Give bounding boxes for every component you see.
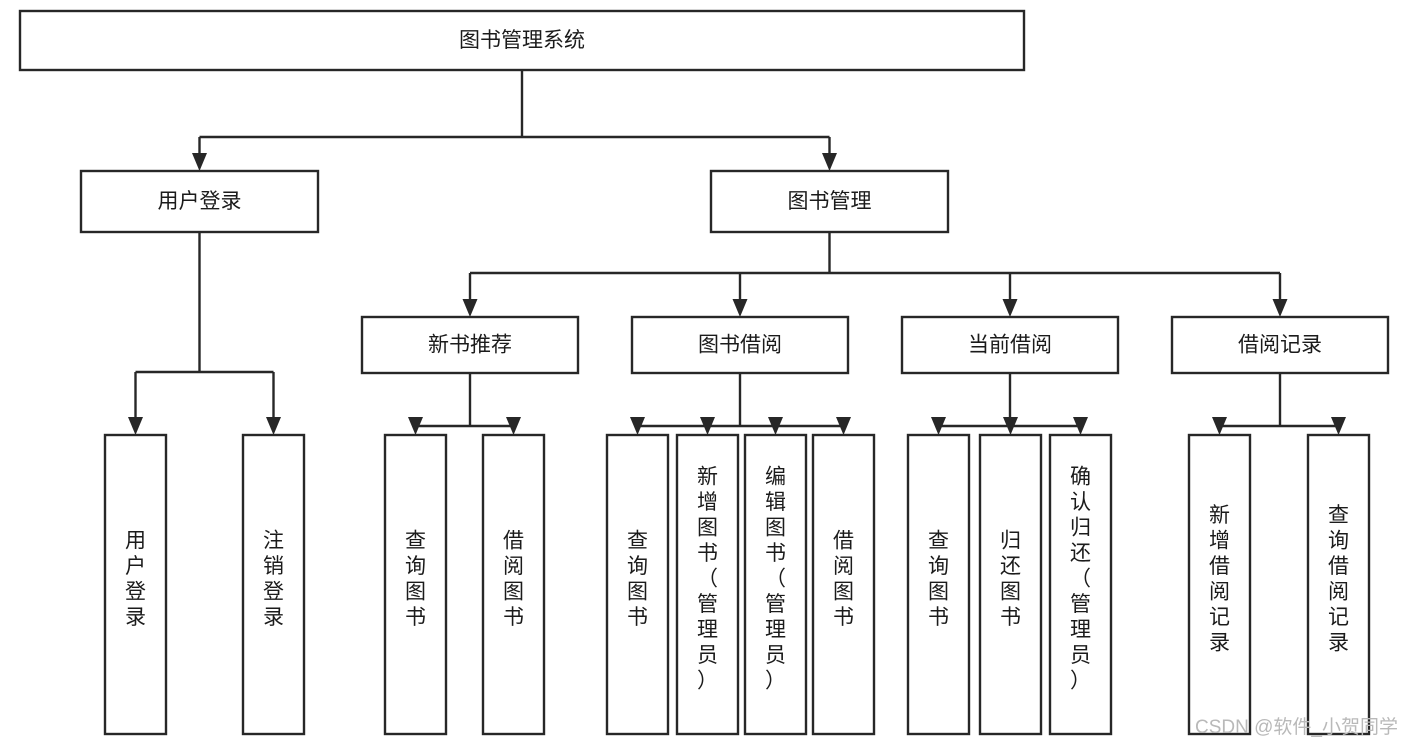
node-leaf-add-book-label: 新增图书（管理员） [697,466,718,693]
node-leaf-add-book[interactable] [675,433,740,736]
node-leaf-add-record-label: 新增借阅记录 [1209,504,1230,655]
node-leaf-borrow-book-1[interactable] [481,433,546,736]
nodes-layer: 图书管理系统用户登录图书管理新书推荐图书借阅当前借阅借阅记录用户登录注销登录查询… [18,9,1390,736]
node-leaf-add-record[interactable] [1187,433,1252,736]
node-leaf-query-book-2[interactable] [605,433,670,736]
node-leaf-return-book-label: 归还图书 [1000,529,1021,629]
csdn-watermark: CSDN @软件_小贺同学 [1195,716,1398,738]
node-new-book-recommend[interactable] [360,315,580,375]
node-book-manage-label: 图书管理 [788,190,872,213]
node-leaf-edit-book[interactable] [743,433,808,736]
node-leaf-query-book-2-label: 查询图书 [627,529,648,629]
node-leaf-confirm-return[interactable] [1048,433,1113,736]
node-user-login[interactable] [79,169,320,234]
node-book-borrow-label: 图书借阅 [698,334,782,357]
node-leaf-borrow-book-2[interactable] [811,433,876,736]
node-leaf-borrow-book-1-label: 借阅图书 [503,529,524,629]
node-leaf-return-book[interactable] [978,433,1043,736]
edges-layer [128,70,1346,435]
node-borrow-record-label: 借阅记录 [1238,334,1322,357]
node-leaf-query-book-3-label: 查询图书 [928,529,949,629]
node-root-label: 图书管理系统 [459,29,585,52]
node-leaf-query-record-label: 查询借阅记录 [1328,504,1349,655]
node-leaf-query-book-1[interactable] [383,433,448,736]
node-borrow-record[interactable] [1170,315,1390,375]
node-leaf-query-book-3[interactable] [906,433,971,736]
node-leaf-logout[interactable] [241,433,306,736]
node-current-borrow[interactable] [900,315,1120,375]
node-leaf-confirm-return-label: 确认归还（管理员） [1070,466,1091,693]
node-leaf-logout-label: 注销登录 [263,529,284,629]
node-book-manage[interactable] [709,169,950,234]
node-leaf-user-login-label: 用户登录 [125,529,146,629]
node-current-borrow-label: 当前借阅 [968,334,1052,357]
node-leaf-borrow-book-2-label: 借阅图书 [833,529,854,629]
node-root-book-management-system[interactable] [18,9,1026,72]
node-book-borrow[interactable] [630,315,850,375]
node-leaf-query-record[interactable] [1306,433,1371,736]
node-leaf-user-login[interactable] [103,433,168,736]
node-user-login-label: 用户登录 [158,190,242,213]
node-leaf-query-book-1-label: 查询图书 [405,529,426,629]
node-leaf-edit-book-label: 编辑图书（管理员） [765,466,786,693]
node-new-book-recommend-label: 新书推荐 [428,334,512,357]
